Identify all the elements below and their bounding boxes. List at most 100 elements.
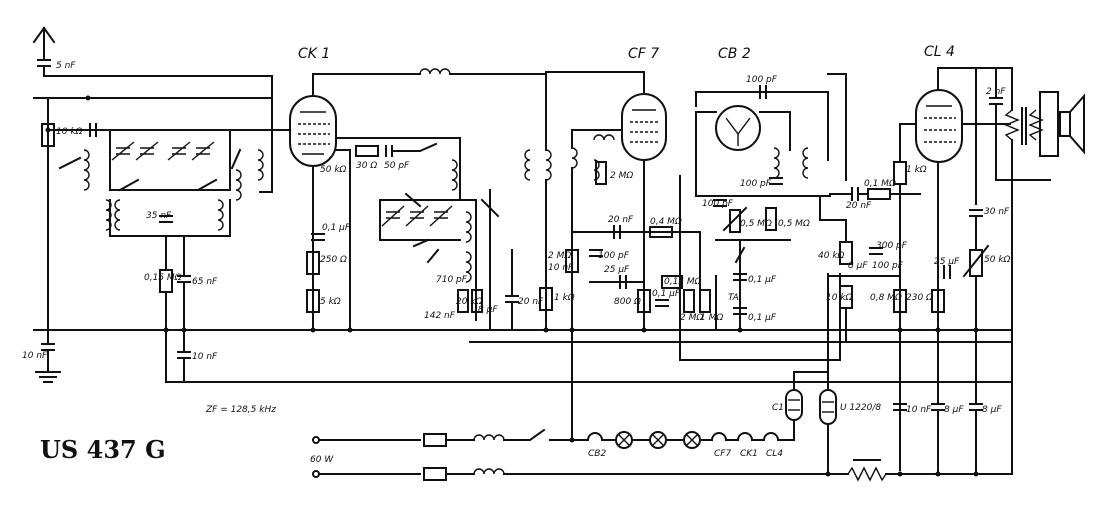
coil-input-3 bbox=[114, 199, 121, 231]
resistor-20k bbox=[457, 289, 469, 313]
rectifier-u1220 bbox=[819, 389, 837, 425]
heater-ck1 bbox=[736, 432, 754, 442]
label-c-65: 65 nF bbox=[192, 277, 218, 287]
switch-band-1 bbox=[58, 156, 82, 170]
tube-label-ck1: CK 1 bbox=[298, 46, 330, 62]
wire-avc-rail bbox=[165, 329, 1013, 383]
label-c-ant: 5 nF bbox=[56, 61, 76, 71]
resistor-01m bbox=[867, 188, 891, 200]
label-c-100p-b: 100 pF bbox=[740, 179, 772, 189]
label-r-2m-a: 2 MΩ bbox=[610, 171, 633, 181]
tuning-capacitor-gang bbox=[109, 129, 231, 237]
ground-symbol bbox=[35, 371, 61, 383]
label-heater-ck1: CK1 bbox=[740, 449, 758, 459]
antenna-symbol bbox=[32, 26, 56, 61]
label-c-01u-b: 0,1 µF bbox=[652, 289, 681, 299]
label-r-10k: 10 kΩ bbox=[826, 293, 853, 303]
label-c-100p-c: 100 pF bbox=[702, 199, 734, 209]
label-heater-cl4: CL4 bbox=[766, 449, 783, 459]
label-r-30: 30 Ω bbox=[356, 161, 377, 171]
potentiometer-05m[interactable] bbox=[729, 209, 741, 233]
resistor-015m-b bbox=[661, 275, 683, 289]
tuning-capacitor-osc bbox=[379, 199, 461, 241]
label-c-20n-b: 20 nF bbox=[608, 215, 634, 225]
label-c-100p-a: 100 pF bbox=[598, 251, 630, 261]
resistor-10k bbox=[41, 123, 55, 147]
switch-osc-1 bbox=[391, 142, 438, 152]
potentiometer-volume[interactable] bbox=[969, 249, 983, 277]
antenna-capacitor bbox=[37, 59, 51, 77]
label-c-8u-c: 8 µF bbox=[944, 405, 964, 415]
resistor-dropper bbox=[847, 459, 887, 482]
resistor-04m bbox=[649, 226, 673, 238]
coil-input-5 bbox=[235, 169, 242, 201]
label-power: 60 W bbox=[310, 455, 334, 465]
label-c-01u-d: 0,1 µF bbox=[748, 313, 777, 323]
label-r-800: 800 Ω bbox=[614, 297, 641, 307]
coil-if2 bbox=[571, 134, 615, 181]
coil-if1 bbox=[524, 149, 552, 181]
resistor-230 bbox=[893, 289, 907, 313]
label-r-05m-b: 0,5 MΩ bbox=[778, 219, 810, 229]
label-r-250: 250 Ω bbox=[320, 255, 347, 265]
rectifier-c1 bbox=[785, 389, 803, 421]
resistor-30 bbox=[355, 145, 379, 157]
resistor-2m-c bbox=[683, 289, 695, 313]
loudspeaker bbox=[1039, 91, 1085, 157]
label-c-142: 142 nF bbox=[424, 311, 456, 321]
power-switch[interactable] bbox=[503, 428, 546, 441]
resistor-800 bbox=[637, 289, 651, 313]
junction-dots bbox=[45, 95, 979, 477]
label-c-10-ant: 10 nF bbox=[22, 351, 48, 361]
heater-cl4 bbox=[762, 432, 780, 442]
label-c-25u: 25 µF bbox=[604, 265, 630, 275]
label-c-710: 710 pF bbox=[436, 275, 468, 285]
coil-if3 bbox=[773, 147, 809, 179]
label-r-2m-c: 2 MΩ bbox=[680, 313, 703, 323]
resistor-2m-avc bbox=[565, 249, 579, 273]
fuse-2 bbox=[423, 467, 447, 481]
switch-band-4 bbox=[196, 178, 218, 192]
resistor-2m-if bbox=[595, 161, 607, 185]
label-r-50k: 50 kΩ bbox=[320, 165, 347, 175]
label-r-015: 0,15 MΩ bbox=[144, 273, 182, 283]
label-r-01m: 0,1 MΩ bbox=[864, 179, 896, 189]
switch-band-3 bbox=[118, 178, 140, 192]
label-r-230: 230 Ω bbox=[906, 293, 933, 303]
label-c-8u-b: 8 µF bbox=[848, 261, 868, 271]
label-c-300p: 300 pF bbox=[876, 241, 908, 251]
label-r-04m: 0,4 MΩ bbox=[650, 217, 682, 227]
tube-label-cf7: CF 7 bbox=[628, 46, 659, 62]
resistor-cl4-cath bbox=[931, 289, 945, 313]
switch-osc-2 bbox=[412, 238, 430, 248]
switch-osc-4 bbox=[480, 189, 500, 237]
label-r-1k: 1 kΩ bbox=[554, 293, 575, 303]
label-c-100p-top: 100 pF bbox=[746, 75, 778, 85]
tube-ck1 bbox=[289, 95, 337, 167]
label-r-015-b: 0,15 MΩ bbox=[664, 277, 702, 287]
coil-osc-2 bbox=[465, 211, 472, 283]
label-r-50k-b: 50 kΩ bbox=[984, 255, 1011, 265]
label-c-01: 0,1 µF bbox=[322, 223, 351, 233]
label-heater-cf7: CF7 bbox=[714, 449, 731, 459]
coil-osc-left bbox=[257, 149, 264, 181]
label-tA: TA bbox=[728, 293, 739, 303]
resistor-osc bbox=[471, 289, 483, 313]
label-c-25u-b: 25 µF bbox=[934, 257, 960, 267]
coil-if-top bbox=[419, 68, 451, 75]
resistor-5k bbox=[306, 289, 320, 313]
resistor-1k bbox=[539, 287, 553, 311]
label-c-100p-d: 100 pF bbox=[872, 261, 904, 271]
label-r-ant: 10 kΩ bbox=[56, 127, 83, 137]
label-c-10n-c: 10 nF bbox=[906, 405, 932, 415]
tube-label-cl4: CL 4 bbox=[924, 44, 955, 60]
label-rect-u1220: U 1220/8 bbox=[840, 403, 881, 413]
coil-osc-1 bbox=[451, 159, 458, 191]
label-c-8u: 8 µF bbox=[478, 305, 498, 315]
label-r-05m: 0,5 MΩ bbox=[740, 219, 772, 229]
choke-mains-1 bbox=[473, 434, 505, 441]
label-r-20k: 20 kΩ bbox=[456, 297, 483, 307]
pilot-lamp-3 bbox=[683, 431, 701, 449]
